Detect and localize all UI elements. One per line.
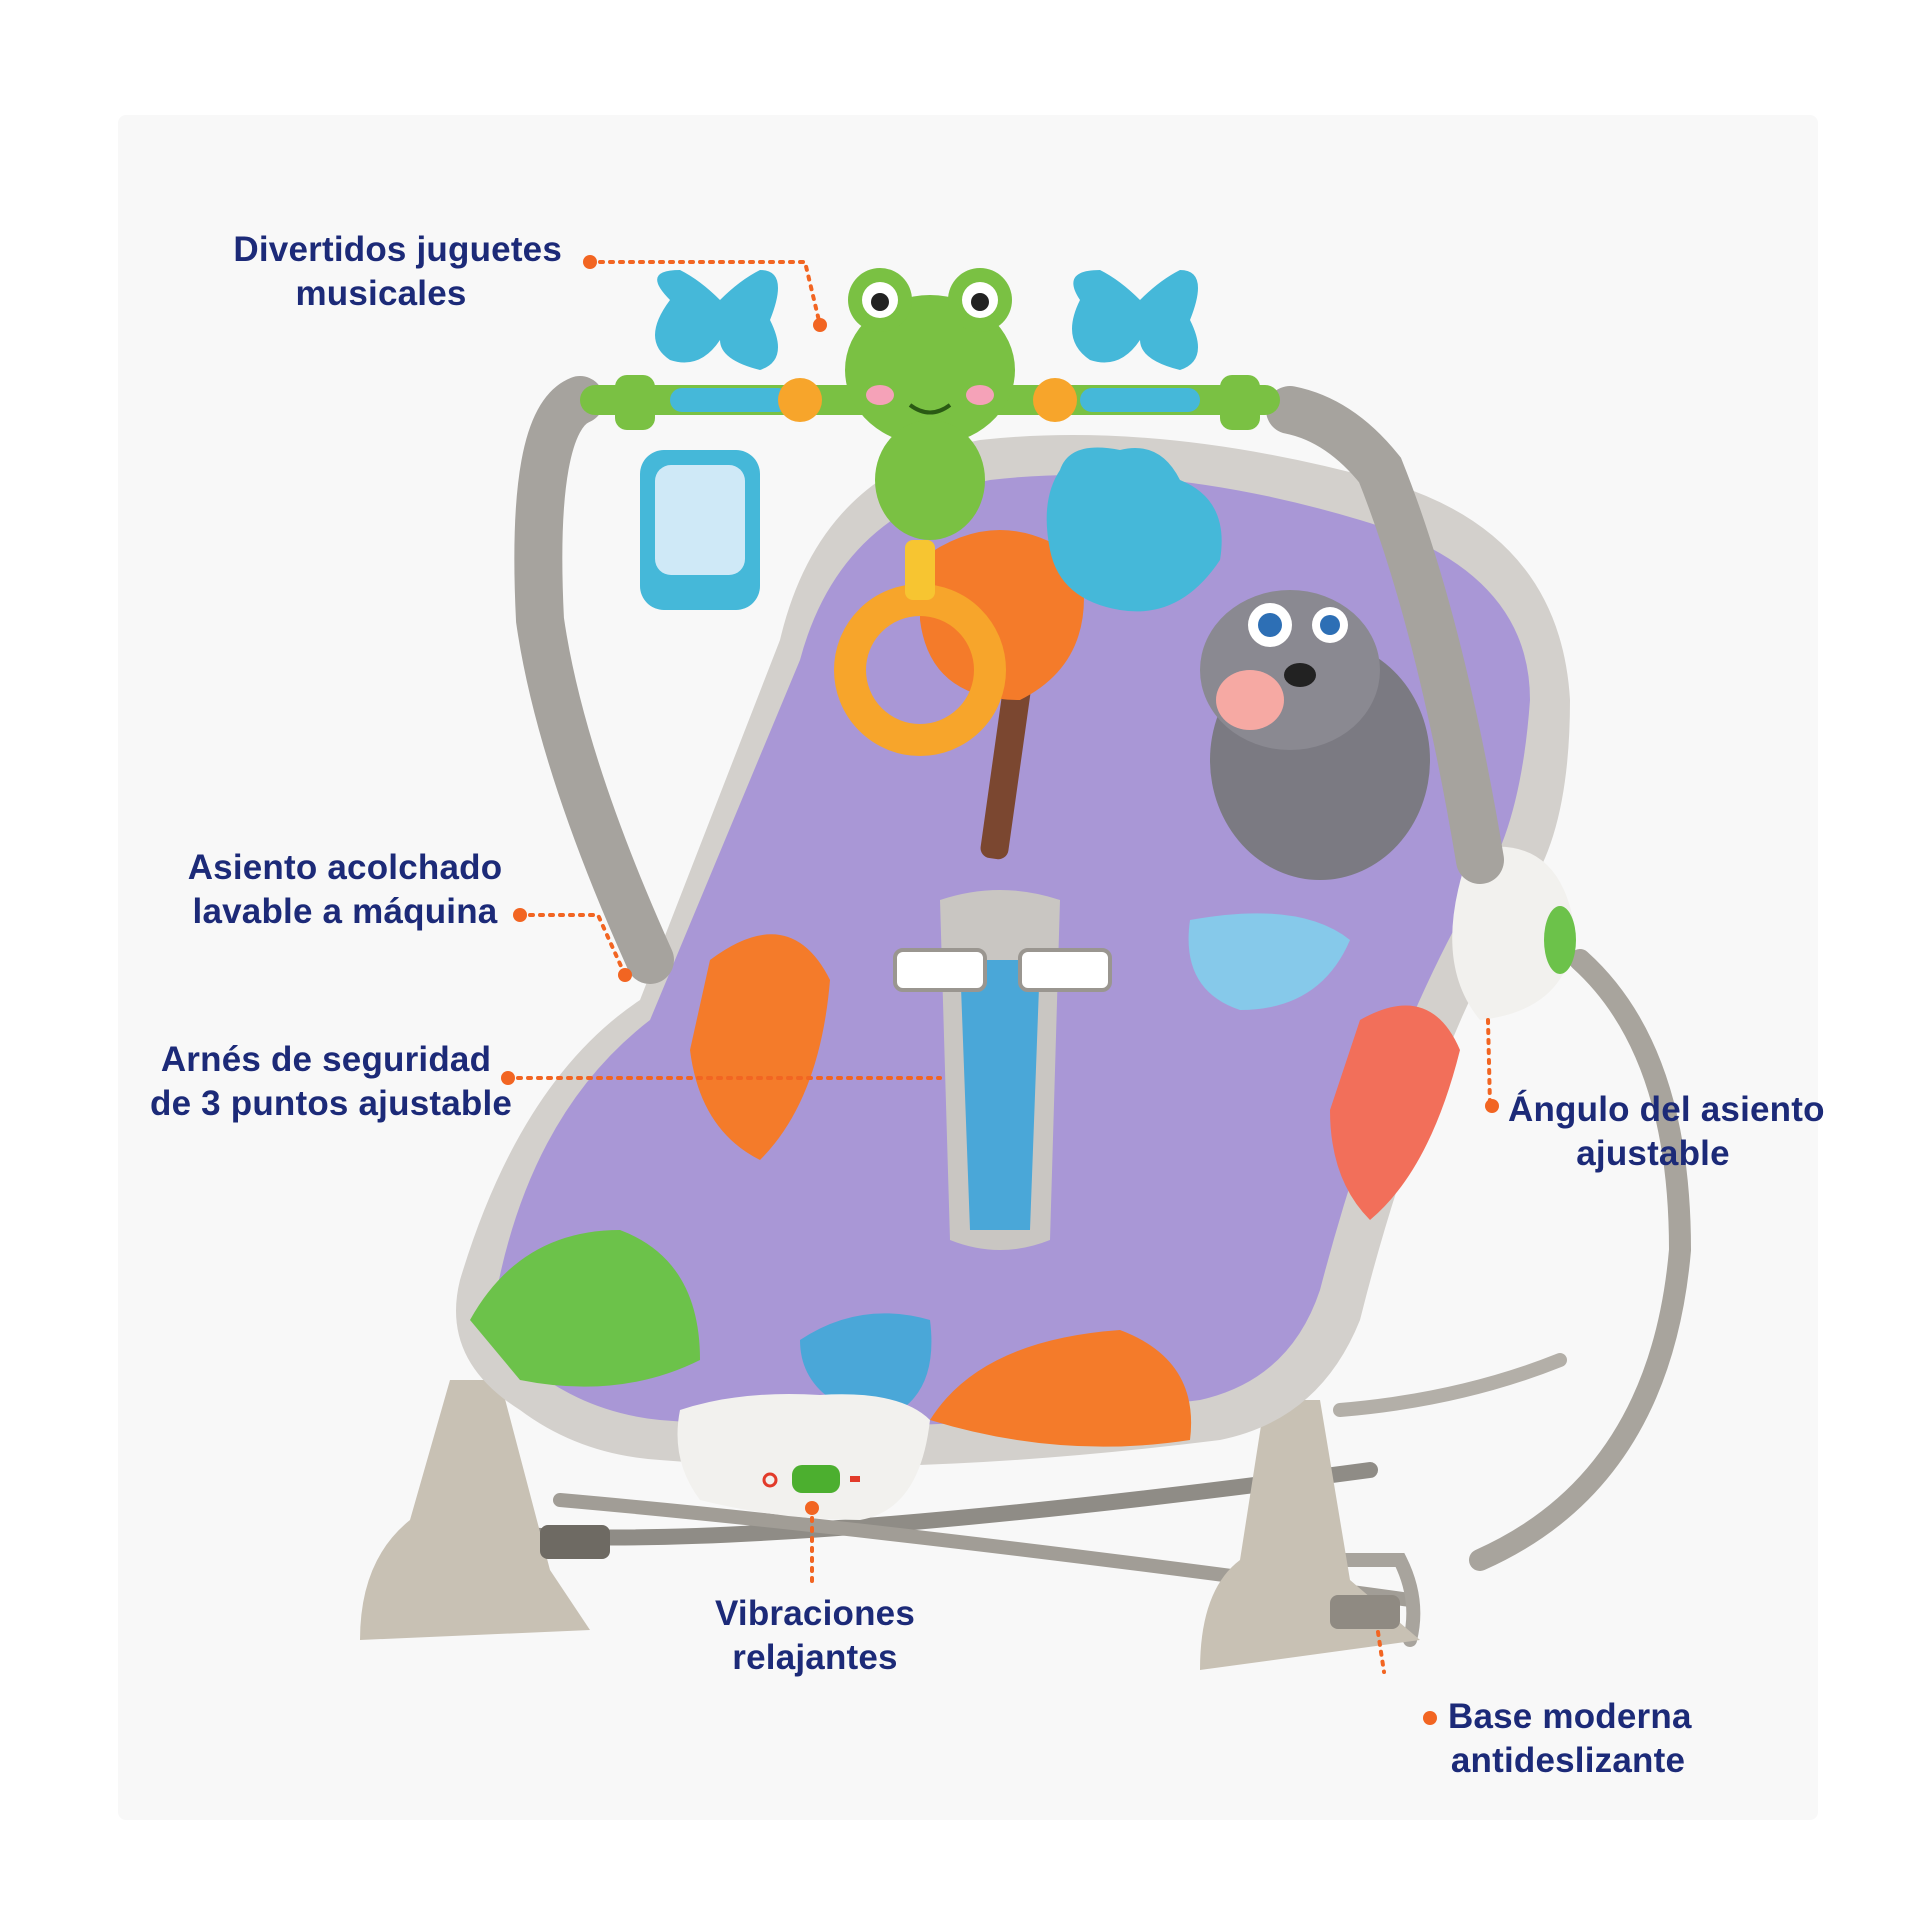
frog-toy <box>845 268 1015 540</box>
dot-toys-end <box>813 318 827 332</box>
toy-bar <box>580 375 1280 430</box>
leader-toys <box>588 260 822 327</box>
leader-base <box>1376 1630 1386 1674</box>
callout-vibrations-line2: relajantes <box>732 1638 898 1677</box>
toy-bar-arches <box>514 376 1504 984</box>
callout-padded-seat: Asiento acolchado lavable a máquina <box>180 846 510 934</box>
callout-safety-harness-line1: Arnés de seguridad <box>160 1040 492 1079</box>
vibration-unit <box>677 1394 930 1520</box>
dot-seat-end <box>618 968 632 982</box>
butterfly-toy-left <box>655 270 778 370</box>
callout-safety-harness: Arnés de seguridad de 3 puntos ajustable <box>150 1038 513 1126</box>
dot-vibration <box>805 1501 819 1515</box>
callout-safety-harness-line2: de 3 puntos ajustable <box>150 1084 513 1123</box>
callout-non-slip-base-line1: Base moderna <box>1448 1697 1692 1736</box>
dot-base <box>1423 1711 1437 1725</box>
leader-angle <box>1486 1018 1492 1108</box>
angle-adjust-knob <box>1452 846 1576 1020</box>
callout-vibrations-line1: Vibraciones <box>715 1594 915 1633</box>
three-point-harness <box>893 890 1112 1250</box>
callout-seat-angle: Ángulo del asiento ajustable <box>1508 1088 1825 1176</box>
callout-non-slip-base-line2: antideslizante <box>1450 1741 1686 1780</box>
dot-seat <box>513 908 527 922</box>
callout-vibrations: Vibraciones relajantes <box>700 1592 930 1680</box>
leader-seat <box>518 913 627 977</box>
flower-card-toy <box>1046 447 1222 612</box>
callout-musical-toys-line1: Divertidos juguetes <box>233 230 562 269</box>
hanging-toys <box>640 268 1222 756</box>
callout-seat-angle-line1: Ángulo del asiento <box>1508 1090 1825 1129</box>
dot-angle <box>1485 1099 1499 1113</box>
dot-toys <box>583 255 597 269</box>
callout-seat-angle-line2: ajustable <box>1576 1134 1730 1173</box>
fabric-pattern <box>470 530 1460 1447</box>
callout-musical-toys-line2: musicales <box>295 274 467 313</box>
callout-padded-seat-line1: Asiento acolchado <box>187 848 503 887</box>
front-legs <box>360 1380 1420 1670</box>
vibration-toggle-button <box>792 1465 840 1493</box>
callout-padded-seat-line2: lavable a máquina <box>192 892 498 931</box>
callout-musical-toys: Divertidos juguetes musicales <box>200 228 562 316</box>
butterfly-toy-right <box>1072 270 1198 370</box>
callout-non-slip-base: Base moderna antideslizante <box>1448 1695 1692 1783</box>
dot-harness <box>501 1071 515 1085</box>
